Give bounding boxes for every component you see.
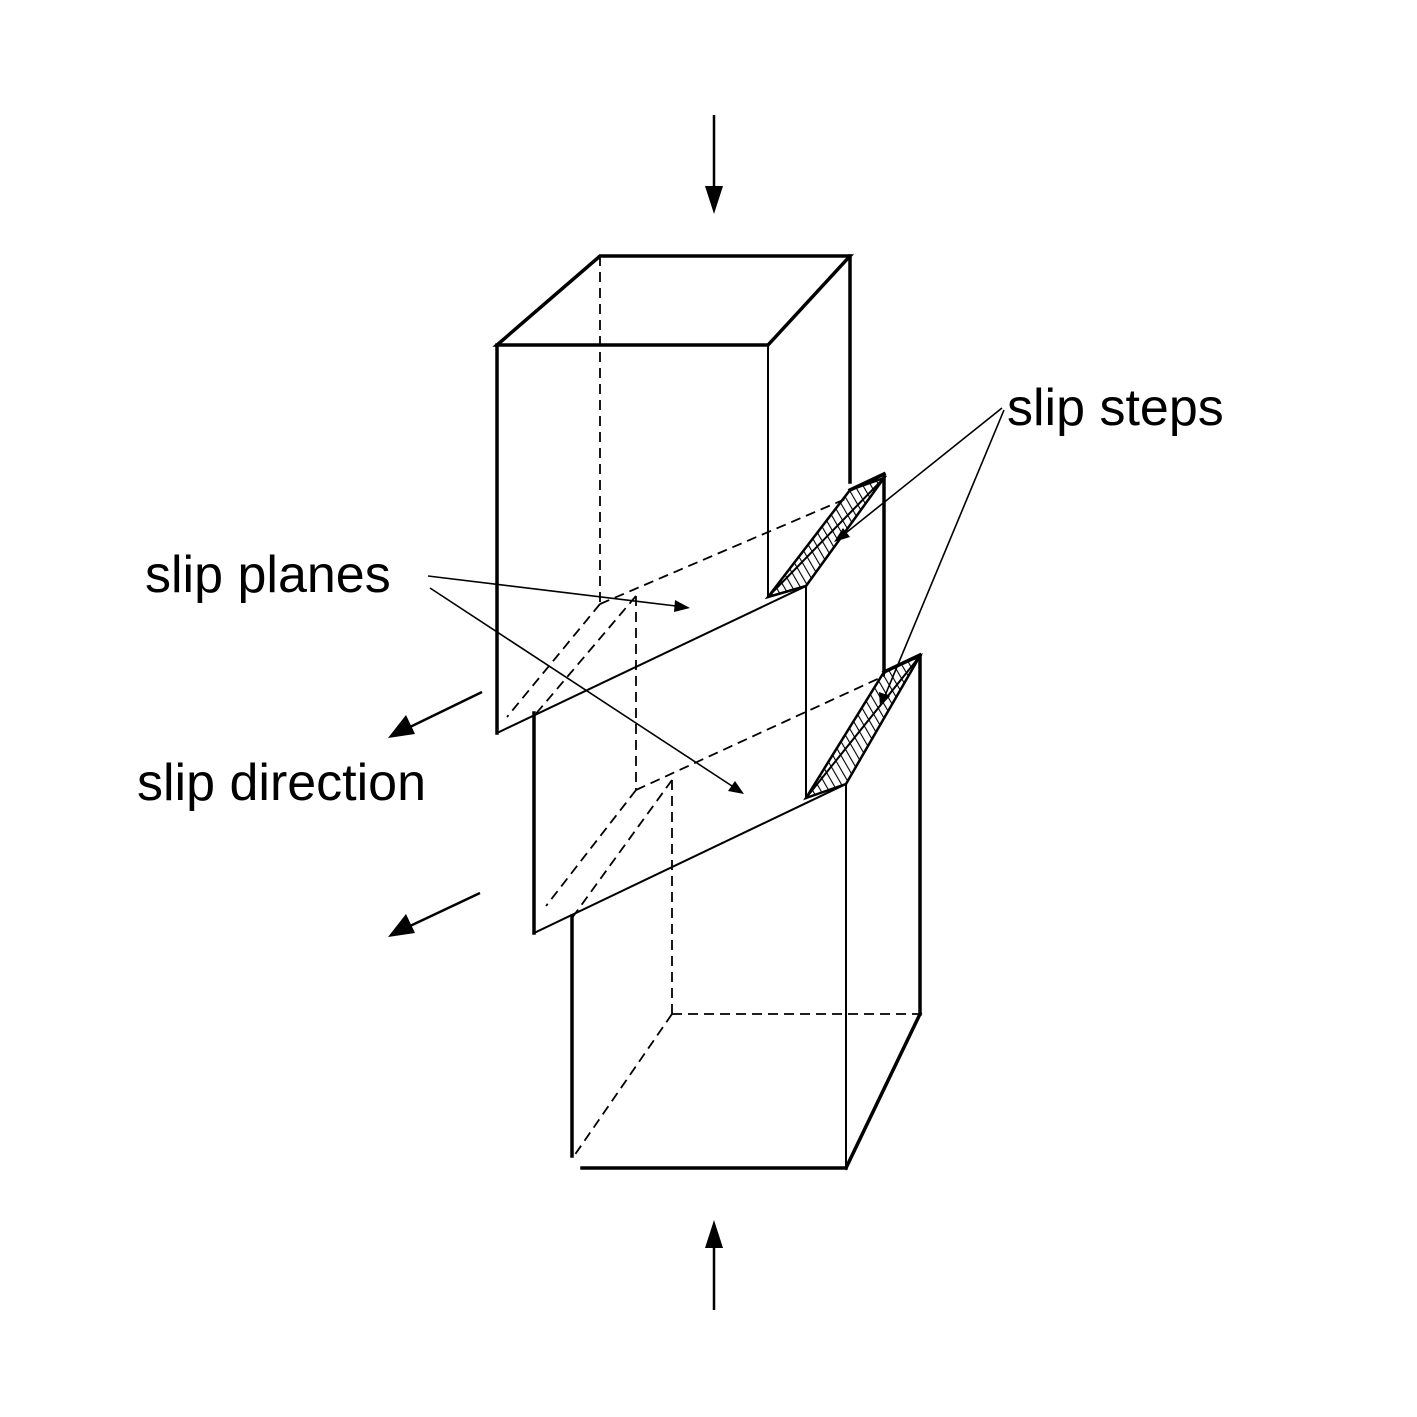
slip-planes-label: slip planes: [145, 546, 391, 604]
slip-steps-label: slip steps: [1007, 379, 1224, 437]
middle-block: [532, 473, 886, 935]
compression-arrow-bottom: [705, 1220, 723, 1310]
top-block: [492, 254, 854, 735]
slip-direction-arrow-2: [388, 891, 481, 937]
bottom-block: [570, 654, 923, 1171]
slip-plane-1: [495, 475, 885, 735]
compression-arrow-top: [705, 115, 723, 214]
slip-step-2: [803, 653, 924, 801]
slip-planes-leaders: [427, 575, 744, 794]
slip-step-1: [764, 475, 888, 600]
slip-steps-leaders: [834, 407, 1005, 707]
slip-direction-arrow-1: [388, 690, 483, 738]
slip-direction-label: slip direction: [137, 754, 426, 812]
